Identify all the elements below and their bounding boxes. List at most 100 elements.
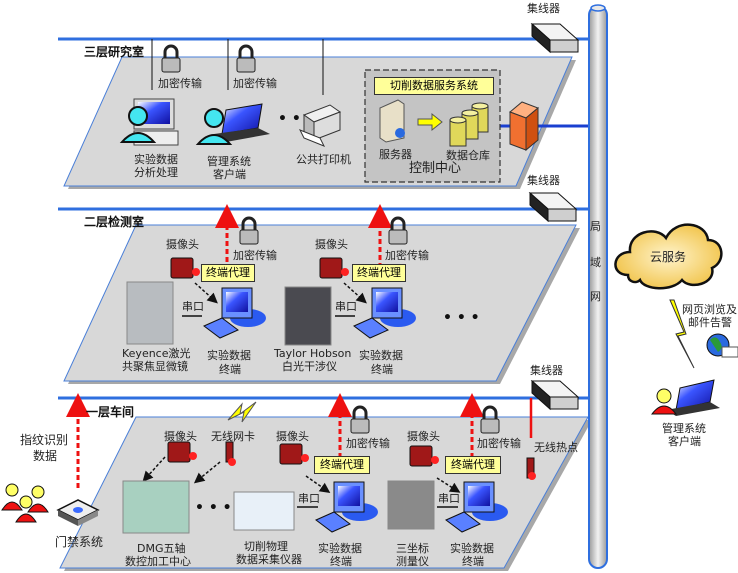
data-acquisition-image [233, 491, 295, 531]
camera-icon [319, 257, 349, 279]
encrypt-label: 加密传输 [385, 249, 429, 262]
cloud-icon [614, 223, 723, 290]
database-icon [449, 102, 489, 147]
floor1-title: 一层车间 [86, 405, 135, 419]
instrument-label-line1: Taylor Hobson [274, 347, 352, 360]
serial-label: 串口 [182, 300, 204, 313]
browse-label-line1: 网页浏览及 [682, 303, 737, 316]
floor3-title: 三层研究室 [84, 45, 145, 59]
encrypt-label: 加密传输 [477, 437, 521, 450]
lock-icon [480, 405, 500, 434]
printer-icon [298, 104, 342, 147]
camera-label: 摄像头 [407, 430, 440, 443]
hub-icon [528, 191, 578, 223]
terminal-label-line1: 实验数据 [450, 542, 494, 555]
server-label: 服务器 [379, 148, 412, 161]
browse-label-line2: 邮件告警 [688, 316, 732, 329]
terminal-pc-icon [353, 287, 416, 339]
instrument-label-line2: 数据采集仪器 [236, 553, 302, 566]
camera-label: 摄像头 [315, 238, 348, 251]
terminal-label-line2: 终端 [462, 555, 484, 568]
camera-icon [167, 441, 197, 463]
serial-label: 串口 [438, 492, 460, 505]
node-label-line2: 分析处理 [134, 166, 178, 179]
encrypt-label: 加密传输 [346, 437, 390, 450]
camera-icon [279, 443, 309, 465]
lock-icon [350, 405, 370, 434]
terminal-label-line1: 实验数据 [359, 349, 403, 362]
admin-client-line2: 客户端 [668, 435, 701, 448]
lan-backbone [588, 4, 608, 569]
laptop-user-icon [195, 103, 270, 145]
cloud-service-label: 云服务 [650, 250, 687, 264]
terminal-label-line2: 终端 [371, 363, 393, 376]
lock-icon [388, 216, 408, 245]
terminal-pc-icon [203, 287, 266, 339]
access-control-device-icon [56, 499, 100, 526]
hub-label: 集线器 [527, 2, 560, 15]
people-icon [1, 483, 49, 523]
instrument-label-line2: 测量仪 [396, 555, 429, 568]
instrument-label-line2: 数控加工中心 [125, 555, 191, 568]
hub-icon [530, 22, 580, 54]
terminal-label-line1: 实验数据 [318, 542, 362, 555]
terminal-agent-label: 终端代理 [445, 456, 501, 474]
serial-label: 串口 [335, 300, 357, 313]
hub-icon [530, 379, 580, 411]
encrypt-label: 加密传输 [233, 77, 277, 90]
wireless-card-label: 无线网卡 [211, 430, 255, 443]
warehouse-label: 数据仓库 [446, 149, 490, 162]
lock-icon [236, 44, 256, 73]
instrument-label-line2: 白光干涉仪 [282, 360, 337, 373]
admin-laptop-icon [650, 379, 720, 416]
cmm-image [387, 480, 435, 530]
node-label-line2: 客户端 [213, 168, 246, 181]
wireless-link-icon [669, 299, 695, 369]
floor2-title: 二层检测室 [84, 215, 145, 229]
firewall-icon [509, 101, 539, 152]
instrument-label-line2: 共聚焦显微镜 [122, 360, 188, 373]
lan-label-char: 局 [590, 220, 601, 233]
instrument-label-line1: 三坐标 [396, 542, 429, 555]
service-system-title: 切削数据服务系统 [374, 77, 494, 95]
lan-label-char: 网 [590, 290, 601, 303]
node-label-line1: 公共打印机 [296, 153, 351, 166]
control-center-title: 控制中心 [409, 161, 462, 176]
email-globe-icon [706, 333, 738, 358]
lock-icon [239, 216, 259, 245]
taylor-hobson-image [284, 286, 332, 346]
terminal-agent-label: 终端代理 [352, 264, 406, 282]
fingerprint-label-line2: 数据 [33, 449, 58, 463]
hub-label: 集线器 [527, 174, 560, 187]
camera-label: 摄像头 [164, 430, 197, 443]
terminal-agent-label: 终端代理 [201, 264, 255, 282]
lock-icon [161, 44, 181, 73]
terminal-agent-label: 终端代理 [314, 456, 370, 474]
instrument-label-line1: 切削物理 [244, 540, 288, 553]
terminal-pc-icon [445, 481, 508, 533]
hub-label: 集线器 [530, 364, 563, 377]
instrument-label-line1: DMG五轴 [137, 542, 186, 555]
terminal-label-line2: 终端 [219, 363, 241, 376]
admin-client-line1: 管理系统 [662, 422, 706, 435]
node-label-line1: 管理系统 [207, 155, 251, 168]
serial-label: 串口 [298, 492, 320, 505]
wireless-card-icon [225, 441, 236, 466]
ellipsis: • • • [195, 500, 232, 516]
instrument-label-line1: Keyence激光 [122, 347, 191, 360]
dmg-machine-image [122, 480, 190, 534]
terminal-label-line1: 实验数据 [207, 349, 251, 362]
fingerprint-label-line1: 指纹识别 [20, 433, 69, 447]
camera-label: 摄像头 [166, 238, 199, 251]
hotspot-label: 无线热点 [534, 441, 578, 454]
terminal-pc-icon [315, 481, 378, 533]
keyence-microscope-image [126, 281, 174, 345]
node-label-line1: 实验数据 [134, 153, 178, 166]
encrypt-label: 加密传输 [158, 77, 202, 90]
encrypt-label: 加密传输 [233, 249, 277, 262]
workstation-icon [119, 98, 179, 146]
wireless-hotspot-icon [526, 457, 536, 480]
access-system-label: 门禁系统 [55, 535, 104, 549]
terminal-label-line2: 终端 [330, 555, 352, 568]
